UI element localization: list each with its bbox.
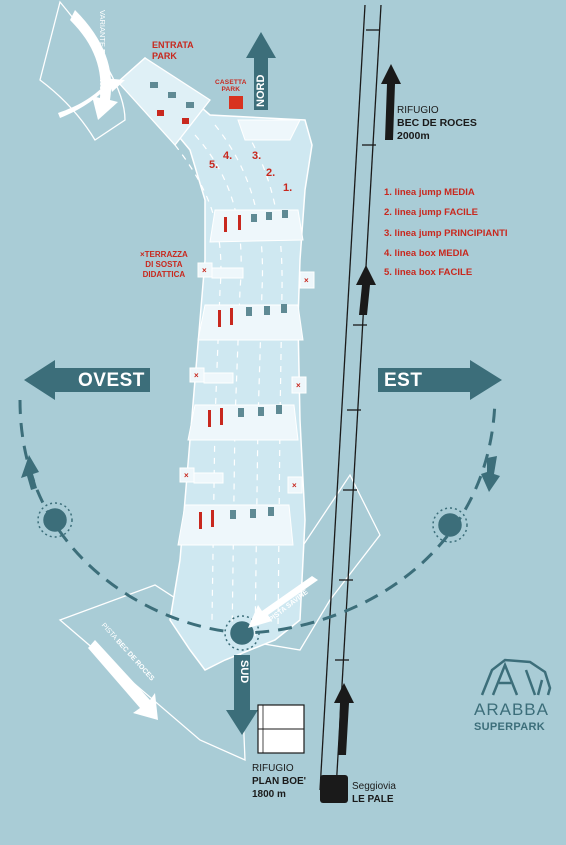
north-label: NORD xyxy=(255,74,267,107)
svg-text:×: × xyxy=(194,371,199,380)
lift-arrow-bottom xyxy=(334,683,354,755)
west-label: OVEST xyxy=(78,370,145,391)
lift-arrow-mid xyxy=(356,265,376,315)
casetta-park-icon xyxy=(229,96,243,109)
rails xyxy=(150,82,288,529)
chairlift-line xyxy=(319,4,382,791)
north-arrow xyxy=(246,32,276,110)
marker-1: 1. xyxy=(283,182,293,194)
south-arrow xyxy=(226,655,258,735)
variant-route-label: VARIANTE BEC DE ROCES xyxy=(98,10,107,107)
brand-name: ARABBA xyxy=(474,700,549,719)
variant-route-arrow xyxy=(70,10,118,120)
sun-icons xyxy=(37,502,468,651)
lift-arrow-top xyxy=(381,64,401,140)
legend-item: 1. linea jump MEDIA xyxy=(384,187,475,198)
east-arrow xyxy=(378,360,502,400)
legend-item: 3. linea jump PRINCIPIANTI xyxy=(384,228,508,239)
brand-sub: SUPERPARK xyxy=(474,721,545,733)
sun-path-arrow-right xyxy=(481,456,500,492)
plan-boe-building xyxy=(257,704,305,754)
svg-text:×: × xyxy=(304,276,309,285)
lift-label: Seggiovia LE PALE xyxy=(352,781,396,805)
svg-text:×: × xyxy=(202,266,207,275)
jumps xyxy=(177,119,304,546)
west-arrow xyxy=(24,360,150,400)
legend-item: 4. linea box MEDIA xyxy=(384,248,469,259)
marker-5: 5. xyxy=(209,159,219,171)
snow-slope xyxy=(116,56,313,671)
sun-path-arrow-left xyxy=(21,455,39,490)
variant-route-arrow-2 xyxy=(58,78,125,118)
svg-text:×: × xyxy=(292,481,297,490)
marker-2: 2. xyxy=(266,167,276,179)
east-label: EST xyxy=(384,370,423,391)
legend-item: 2. linea jump FACILE xyxy=(384,207,478,218)
svg-text:×: × xyxy=(296,381,301,390)
rifugio-top-label: RIFUGIO BEC DE ROCES 2000m xyxy=(397,105,477,142)
svg-text:×: × xyxy=(184,471,189,480)
marker-3: 3. xyxy=(252,150,262,162)
rest-areas xyxy=(179,262,315,494)
pista-bec-arrow xyxy=(88,640,158,720)
lift-station xyxy=(320,775,348,803)
pista-savine-arrow xyxy=(248,576,318,628)
rifugio-bottom-label: RIFUGIO PLAN BOE' 1800 m xyxy=(252,763,307,800)
rest-markers: × × × × × × xyxy=(184,266,309,490)
arabba-logo-icon xyxy=(480,658,552,696)
pista-savine-outline xyxy=(238,473,381,651)
south-label: SUD xyxy=(238,660,250,684)
legend-item: 5. linea box FACILE xyxy=(384,267,473,278)
marker-4: 4. xyxy=(223,150,233,162)
